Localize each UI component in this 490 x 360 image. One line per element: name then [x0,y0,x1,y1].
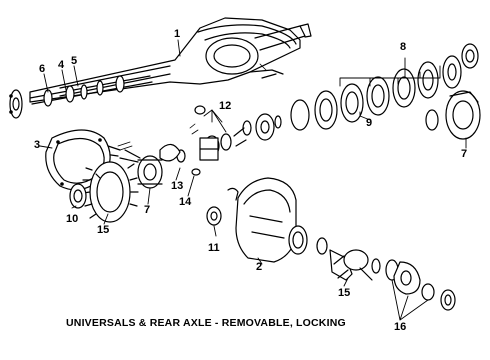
callout-16: 16 [394,321,407,333]
ring-gear [69,161,139,223]
callout-15-left: 15 [97,224,110,236]
callout-5: 5 [71,55,78,67]
callout-7-center: 7 [144,204,151,216]
callout-10: 10 [66,213,79,225]
callout-8: 8 [400,41,407,53]
leader-lines [39,39,467,321]
diagram-caption: UNIVERSALS & REAR AXLE - REMOVABLE, LOCK… [66,317,346,329]
callout-15-right: 15 [338,287,351,299]
callout-1: 1 [174,28,181,40]
callout-14: 14 [179,196,192,208]
differential-case [137,155,163,189]
callout-7-right: 7 [461,148,468,160]
axle-housing [29,17,312,103]
callout-9: 9 [366,117,373,129]
shim-bearing [206,206,222,226]
callout-2: 2 [256,261,263,273]
callout-6: 6 [39,63,46,75]
callout-13: 13 [171,180,184,192]
carrier-housing [227,177,308,263]
callout-11: 11 [208,242,220,254]
clutch-pack [290,43,479,131]
center-parts [103,105,282,176]
callout-3: 3 [34,139,41,151]
bearing-right [425,90,481,140]
callout-4: 4 [58,59,65,71]
hatch-details [117,63,267,151]
callout-12: 12 [219,100,232,112]
pinion-assembly [316,237,456,311]
